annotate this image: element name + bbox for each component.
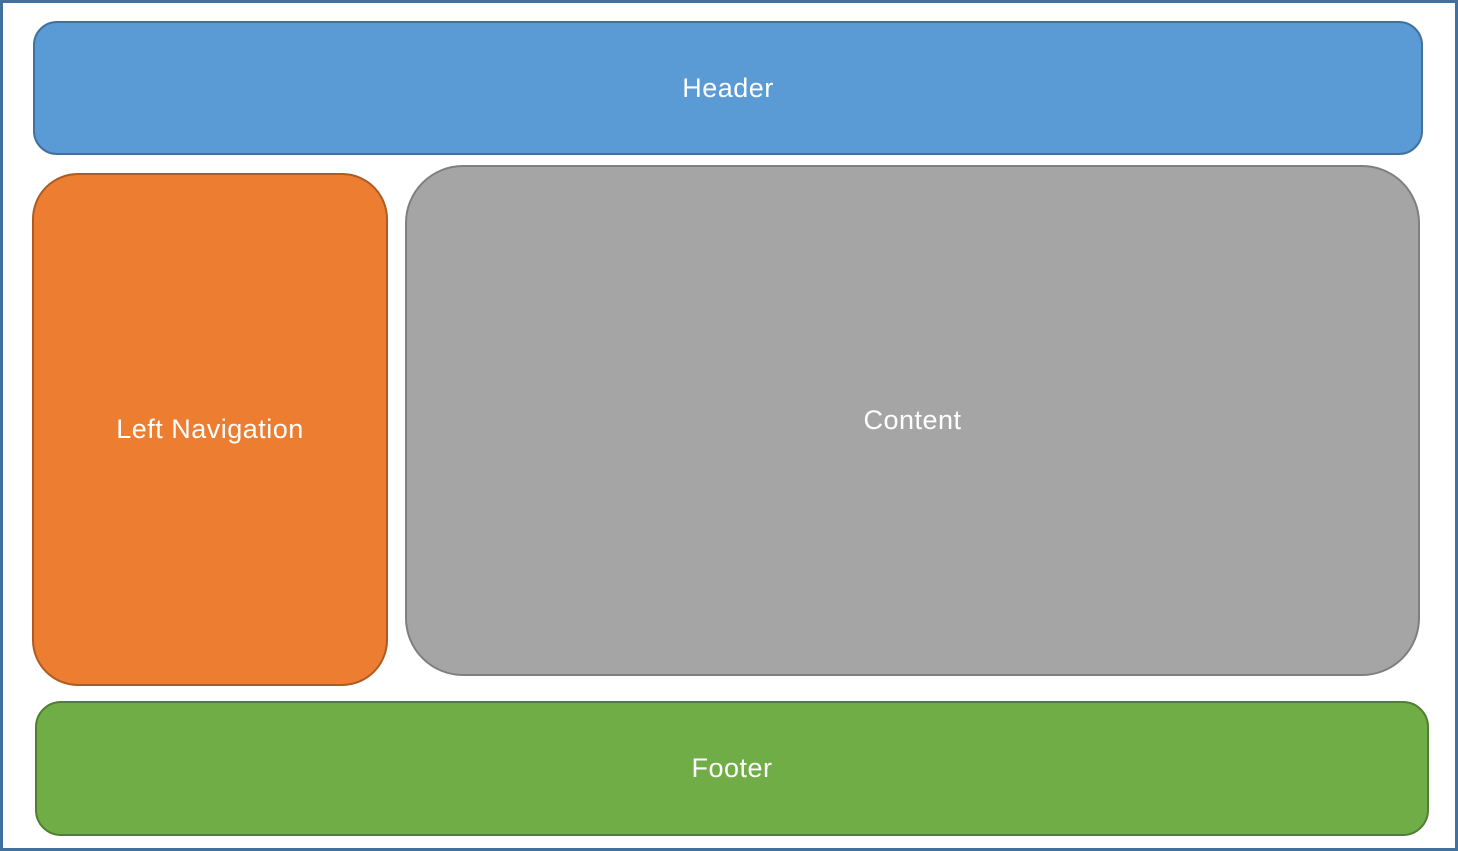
footer-region-label: Footer xyxy=(691,753,773,783)
footer-region: Footer xyxy=(35,701,1429,836)
left-navigation-region-label: Left Navigation xyxy=(116,414,304,444)
left-navigation-region: Left Navigation xyxy=(32,173,388,686)
header-region: Header xyxy=(33,21,1423,155)
content-region-label: Content xyxy=(863,405,962,435)
header-region-label: Header xyxy=(682,72,774,103)
content-region: Content xyxy=(405,165,1420,676)
